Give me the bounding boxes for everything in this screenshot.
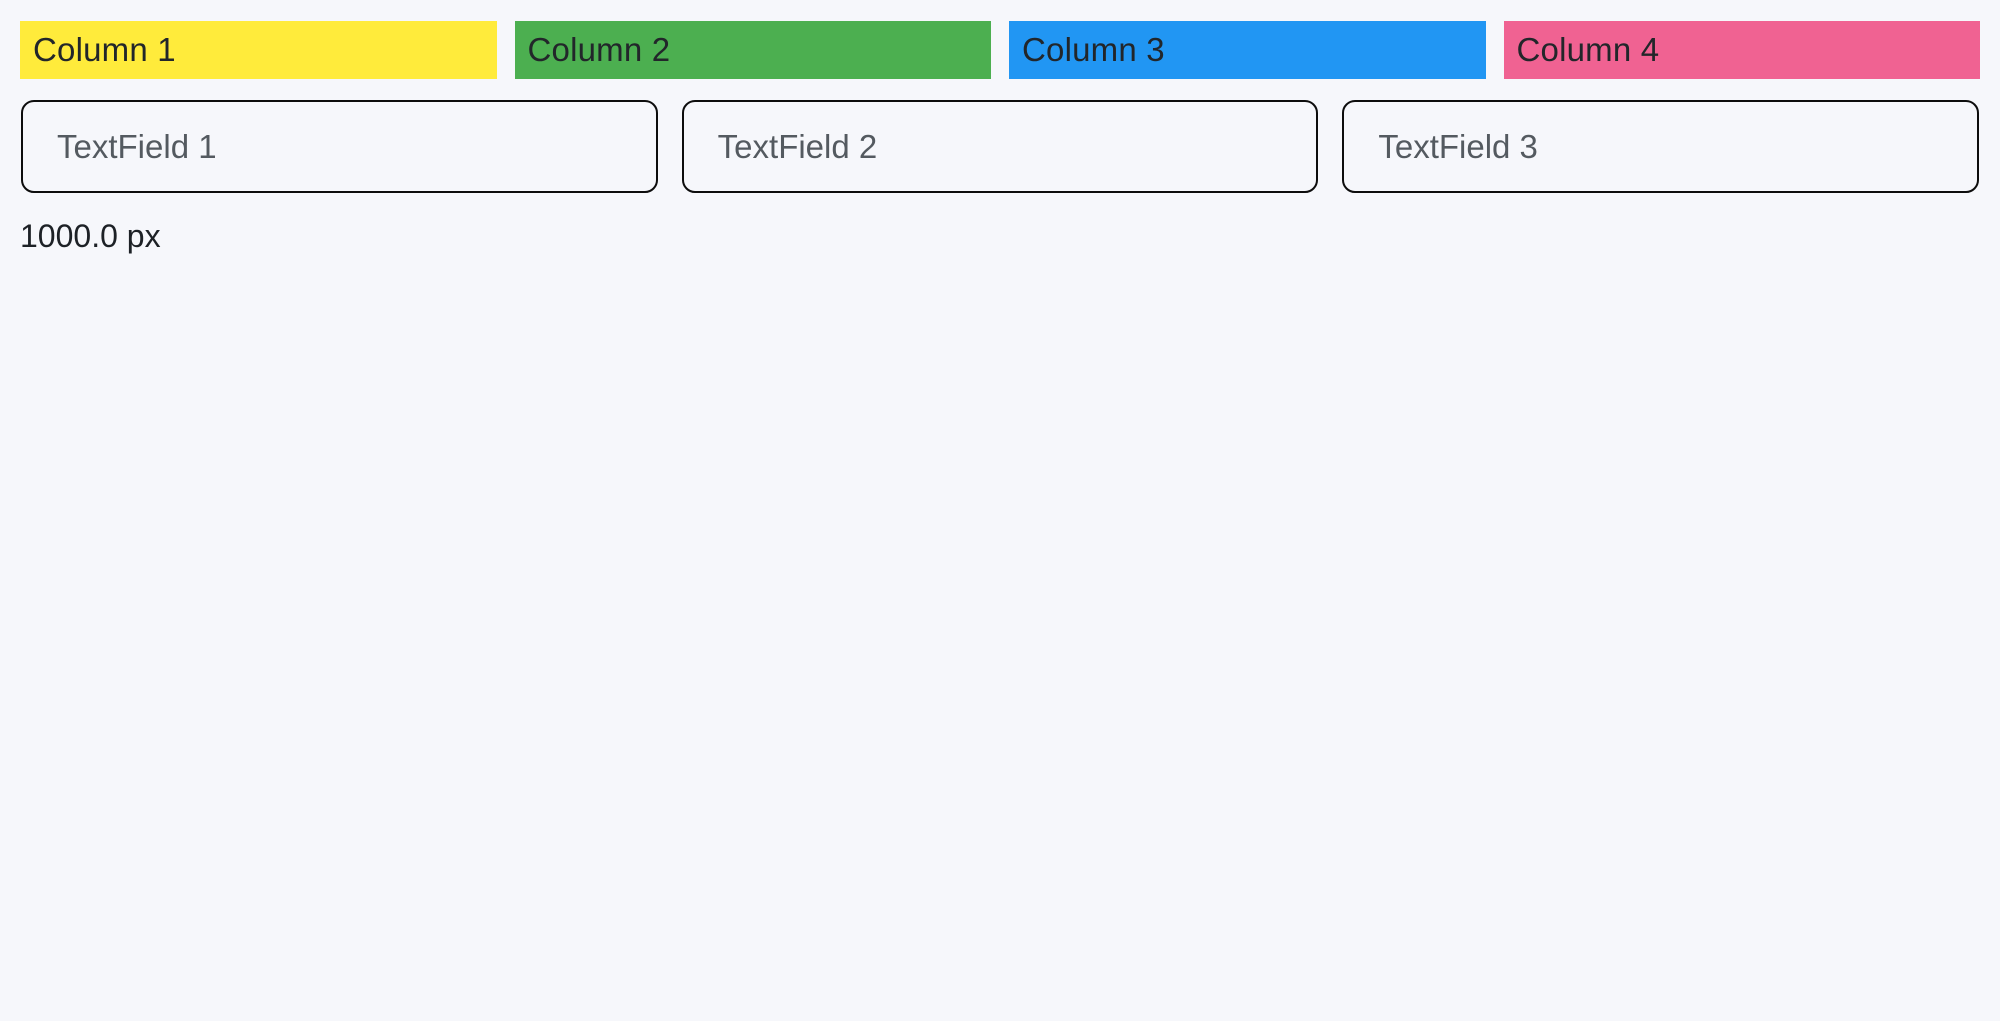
column-4-label: Column 4: [1516, 31, 1660, 68]
textfield-1[interactable]: [21, 100, 658, 193]
column-4: Column 4: [1503, 21, 1980, 79]
column-3-label: Column 3: [1022, 31, 1165, 68]
columns-row: Column 1 Column 2 Column 3 Column 4: [20, 21, 1980, 79]
textfield-2[interactable]: [681, 100, 1319, 193]
textfield-3[interactable]: [1342, 100, 1980, 193]
column-2-label: Column 2: [527, 31, 671, 68]
column-1-label: Column 1: [33, 31, 176, 68]
textfields-row: [21, 100, 1980, 193]
column-3: Column 3: [1009, 21, 1486, 79]
column-1: Column 1: [20, 21, 497, 79]
window-width-label: 1000.0 px: [20, 218, 161, 254]
column-2: Column 2: [514, 21, 991, 79]
